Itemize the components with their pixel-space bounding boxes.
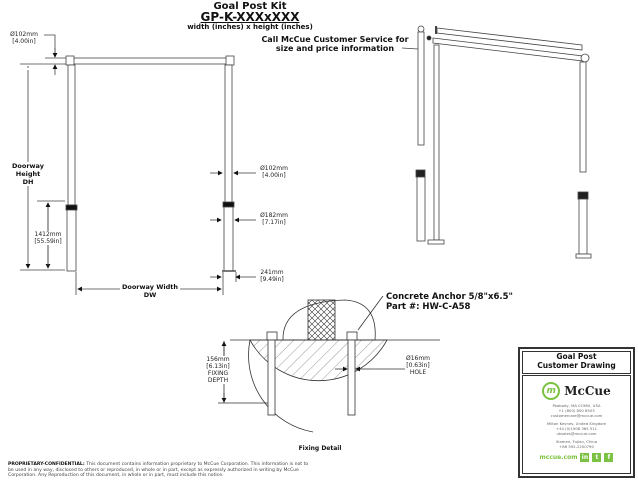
doorway-width-label: Doorway Width DW [115, 283, 185, 299]
label-line: Doorway Width [121, 283, 178, 291]
email: customercare@mccue.com [550, 413, 603, 418]
dim-mm: Ø16mm [405, 355, 431, 362]
address-line: Milton Keynes, United Kingdom [546, 421, 607, 426]
dim-mm: 156mm [206, 356, 230, 363]
fixing-detail-section [218, 295, 440, 433]
phone: +44 (0)1908 365 511 [555, 426, 598, 431]
title-block: Goal Post Customer Drawing m McCue Peabo… [518, 347, 635, 478]
address-line: Peabody, MA 01960, USA [552, 403, 601, 408]
dim-in: [0.63in] [406, 362, 430, 369]
title-line-2: Customer Drawing [537, 360, 616, 370]
part-code-subtitle: width (inches) x height (inches) [187, 23, 313, 31]
title-line-1: Goal Post [556, 352, 597, 361]
dim-mm: 1412mm [34, 231, 62, 238]
callout-line-2: size and price information [275, 44, 395, 53]
part-code-text: GP-K-XXXxXXX [200, 10, 300, 24]
address-usa: Peabody, MA 01960, USA +1 (800) 800 8503… [523, 403, 630, 418]
top-tube-diameter-dim: Ø102mm [4.00in] [4, 31, 44, 45]
callout-line-1: Call McCue Customer Service for [261, 35, 409, 44]
phone: +1 (800) 800 8503 [558, 408, 595, 413]
proprietary-notice: PROPRIETARY-CONFIDENTIAL: This document … [8, 462, 313, 479]
label-line: DW [143, 291, 157, 299]
hole-diameter-dim: Ø16mm [0.63in] HOLE [403, 355, 433, 376]
dim-label: HOLE [409, 369, 427, 376]
label-line: Doorway [12, 162, 44, 170]
doorway-height-label: Doorway Height DH [8, 162, 48, 186]
brand-name: McCue [564, 384, 611, 398]
sleeve-height-dim: 1412mm [55.59in] [30, 231, 66, 245]
address-uk: Milton Keynes, United Kingdom +44 (0)190… [523, 421, 630, 436]
dim-in: [9.49in] [260, 276, 284, 283]
facebook-icon[interactable]: f [604, 453, 614, 462]
part-code: GP-K-XXXxXXX [150, 11, 350, 23]
dim-label: DEPTH [207, 377, 229, 384]
social-row: mccue.com in t f [523, 453, 630, 462]
dim-mm: 241mm [260, 269, 284, 276]
twitter-icon[interactable]: t [592, 453, 602, 462]
notice-text: This document contains information propr… [8, 462, 309, 479]
notice-label: PROPRIETARY-CONFIDENTIAL: [8, 462, 85, 467]
dim-in: [4.00in] [12, 38, 36, 45]
fixing-depth-dim: 156mm [6.13in] FIXING DEPTH [201, 356, 235, 384]
isometric-view [401, 25, 592, 259]
dim-in: [4.00in] [262, 172, 286, 179]
dim-in: [7.17in] [262, 219, 286, 226]
concrete-anchor-callout: Concrete Anchor 5/8"x6.5" Part #: HW-C-A… [386, 292, 513, 312]
fixing-detail-caption: Fixing Detail [298, 445, 342, 452]
mccue-logo: m McCue [523, 382, 630, 400]
address-china: Xiamen, Fujian, China +86 592-2200790 [523, 439, 630, 449]
email: uksales@mccue.com [556, 431, 597, 436]
title-block-header: Goal Post Customer Drawing [522, 351, 631, 374]
anchor-spec: Concrete Anchor 5/8"x6.5" [386, 292, 513, 302]
base-width-dim: 241mm [9.49in] [257, 269, 287, 283]
dim-in: [6.13in] [206, 363, 230, 370]
upright-diameter-dim: Ø102mm [4.00in] [257, 165, 291, 179]
sleeve-diameter-dim: Ø182mm [7.17in] [257, 212, 291, 226]
dim-label: FIXING [207, 370, 229, 377]
title-block-body: m McCue Peabody, MA 01960, USA +1 (800) … [522, 375, 631, 474]
dim-mm: Ø102mm [260, 165, 288, 172]
address-line: Xiamen, Fujian, China [555, 439, 598, 444]
dim-mm: Ø182mm [260, 212, 288, 219]
website-link[interactable]: mccue.com [539, 454, 578, 461]
dim-mm: Ø102mm [10, 31, 38, 38]
label-line: DH [22, 178, 34, 186]
mccue-logo-icon: m [542, 382, 561, 400]
front-view [20, 34, 256, 295]
phone: +86 592-2200790 [559, 444, 594, 449]
dim-in: [55.59in] [34, 238, 62, 245]
linkedin-icon[interactable]: in [580, 453, 590, 462]
customer-service-callout: Call McCue Customer Service for size and… [240, 35, 430, 53]
drawing-title: Goal Post Kit [213, 1, 287, 12]
anchor-part-number: Part #: HW-C-A58 [386, 302, 471, 312]
label-line: Height [15, 170, 41, 178]
